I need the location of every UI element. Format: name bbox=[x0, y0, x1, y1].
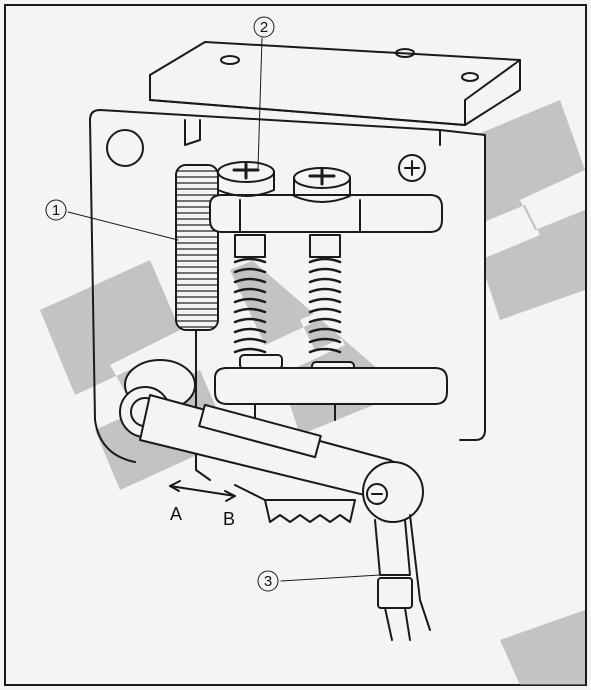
callout-1-label: 1 bbox=[52, 202, 60, 219]
adjusting-screw-left bbox=[217, 161, 275, 197]
callout-3: 3 bbox=[257, 570, 279, 592]
lower-spring-bracket bbox=[214, 367, 448, 421]
tension-spring bbox=[175, 119, 219, 481]
callout-leader-2 bbox=[257, 37, 263, 169]
callout-1: 1 bbox=[45, 199, 67, 221]
adjusting-screw-right bbox=[293, 167, 351, 203]
callout-leader-1 bbox=[67, 211, 179, 241]
callout-3-label: 3 bbox=[264, 573, 272, 590]
callout-2: 2 bbox=[253, 16, 275, 38]
callout-2-label: 2 bbox=[260, 19, 268, 36]
top-mounting-plate bbox=[149, 41, 521, 126]
rod-end-linkage bbox=[362, 461, 431, 641]
direction-label-b: B bbox=[223, 509, 235, 529]
direction-label-a: A bbox=[170, 504, 182, 524]
compression-spring-left bbox=[233, 234, 283, 370]
callout-leader-3 bbox=[280, 574, 381, 582]
direction-arrow bbox=[169, 480, 236, 502]
screw-icon bbox=[398, 154, 426, 182]
frame-hole bbox=[106, 129, 144, 167]
upper-spring-bracket bbox=[209, 194, 443, 233]
gear-block bbox=[234, 484, 356, 523]
